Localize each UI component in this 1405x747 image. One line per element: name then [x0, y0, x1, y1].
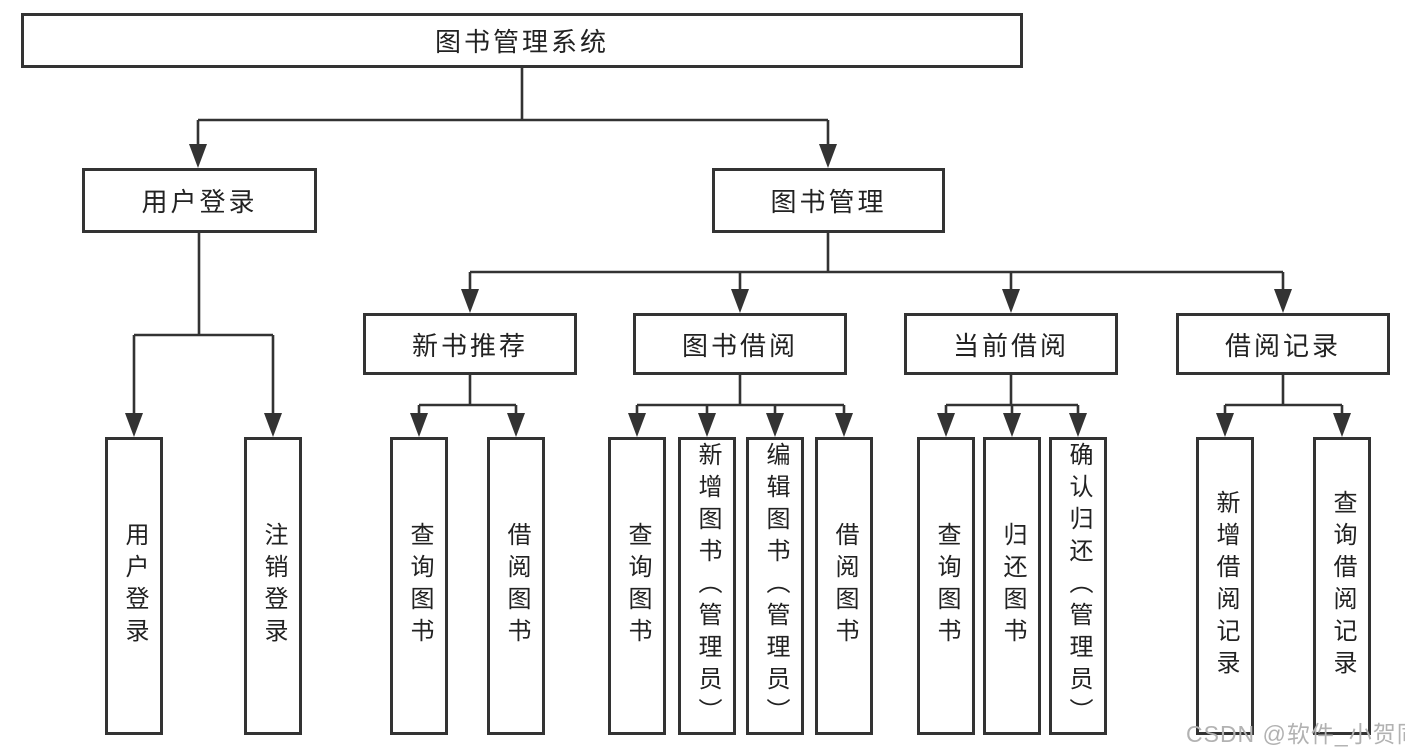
node-label: 查询图书 [624, 522, 651, 650]
node-root-library-system: 图书管理系统 [21, 13, 1023, 68]
node-label: 图书管理系统 [434, 27, 609, 57]
connector-line [417, 375, 518, 416]
node-label: 借阅图书 [503, 522, 530, 650]
arrowhead-down-icon [507, 413, 525, 437]
node-label: 编辑图书（管理员） [762, 442, 789, 730]
node-label: 用户登录 [121, 522, 148, 650]
leaf-newbook-query-books: 查询图书 [390, 437, 448, 735]
leaf-borrow-query-books: 查询图书 [608, 437, 666, 735]
connector-line [635, 375, 846, 416]
arrowhead-down-icon [125, 413, 143, 437]
arrowhead-down-icon [461, 289, 479, 313]
leaf-borrow-borrow-books: 借阅图书 [815, 437, 873, 735]
leaf-user-login: 用户登录 [105, 437, 163, 735]
node-label: 图书借阅 [681, 330, 798, 361]
node-book-management: 图书管理 [712, 168, 945, 233]
arrowhead-down-icon [1333, 413, 1351, 437]
connector-user-login-children [125, 233, 282, 437]
arrowhead-down-icon [1274, 289, 1292, 313]
node-label: 查询图书 [406, 522, 433, 650]
connector-line [944, 375, 1080, 416]
node-label: 新书推荐 [411, 330, 528, 361]
arrowhead-down-icon [189, 144, 207, 168]
leaf-user-logout: 注销登录 [244, 437, 302, 735]
node-book-borrow: 图书借阅 [633, 313, 847, 375]
node-label: 查询借阅记录 [1329, 490, 1356, 682]
arrowhead-down-icon [835, 413, 853, 437]
arrowhead-down-icon [1003, 413, 1021, 437]
connector-root-to-level1 [189, 68, 837, 168]
connector-borrow-record-children [1216, 375, 1351, 437]
node-current-borrow: 当前借阅 [904, 313, 1118, 375]
arrowhead-down-icon [766, 413, 784, 437]
node-label: 新增图书（管理员） [694, 442, 721, 730]
arrowhead-down-icon [628, 413, 646, 437]
arrowhead-down-icon [410, 413, 428, 437]
node-label: 借阅图书 [831, 522, 858, 650]
node-label: 确认归还（管理员） [1065, 442, 1092, 730]
arrowhead-down-icon [1069, 413, 1087, 437]
arrowhead-down-icon [1216, 413, 1234, 437]
node-label: 查询图书 [933, 522, 960, 650]
arrowhead-down-icon [1002, 289, 1020, 313]
node-label: 新增借阅记录 [1212, 490, 1239, 682]
node-label: 归还图书 [999, 522, 1026, 650]
leaf-current-confirm-return-admin: 确认归还（管理员） [1049, 437, 1107, 735]
arrowhead-down-icon [731, 289, 749, 313]
node-user-login: 用户登录 [82, 168, 317, 233]
node-borrow-record: 借阅记录 [1176, 313, 1390, 375]
leaf-record-query-record: 查询借阅记录 [1313, 437, 1371, 735]
leaf-borrow-add-books-admin: 新增图书（管理员） [678, 437, 736, 735]
connector-line [468, 233, 1285, 291]
node-label: 用户登录 [141, 187, 258, 217]
arrowhead-down-icon [264, 413, 282, 437]
arrowhead-down-icon [937, 413, 955, 437]
leaf-record-add-record: 新增借阅记录 [1196, 437, 1254, 735]
connector-line [132, 233, 275, 416]
node-label: 注销登录 [260, 522, 287, 650]
leaf-borrow-edit-books-admin: 编辑图书（管理员） [746, 437, 804, 735]
node-new-book-recommend: 新书推荐 [363, 313, 577, 375]
connector-line [1223, 375, 1344, 416]
connector-book-mgmt-to-level2 [461, 233, 1292, 313]
watermark: CSDN @软件_小贺同学 [1186, 721, 1405, 747]
leaf-current-query-books: 查询图书 [917, 437, 975, 735]
leaf-newbook-borrow-books: 借阅图书 [487, 437, 545, 735]
connector-current-borrow-children [937, 375, 1087, 437]
arrowhead-down-icon [819, 144, 837, 168]
arrowhead-down-icon [698, 413, 716, 437]
node-label: 借阅记录 [1224, 330, 1341, 361]
connector-book-borrow-children [628, 375, 853, 437]
node-label: 图书管理 [770, 187, 887, 217]
node-label: 当前借阅 [952, 330, 1069, 361]
connector-line [196, 68, 830, 146]
connector-new-book-children [410, 375, 525, 437]
leaf-current-return-books: 归还图书 [983, 437, 1041, 735]
